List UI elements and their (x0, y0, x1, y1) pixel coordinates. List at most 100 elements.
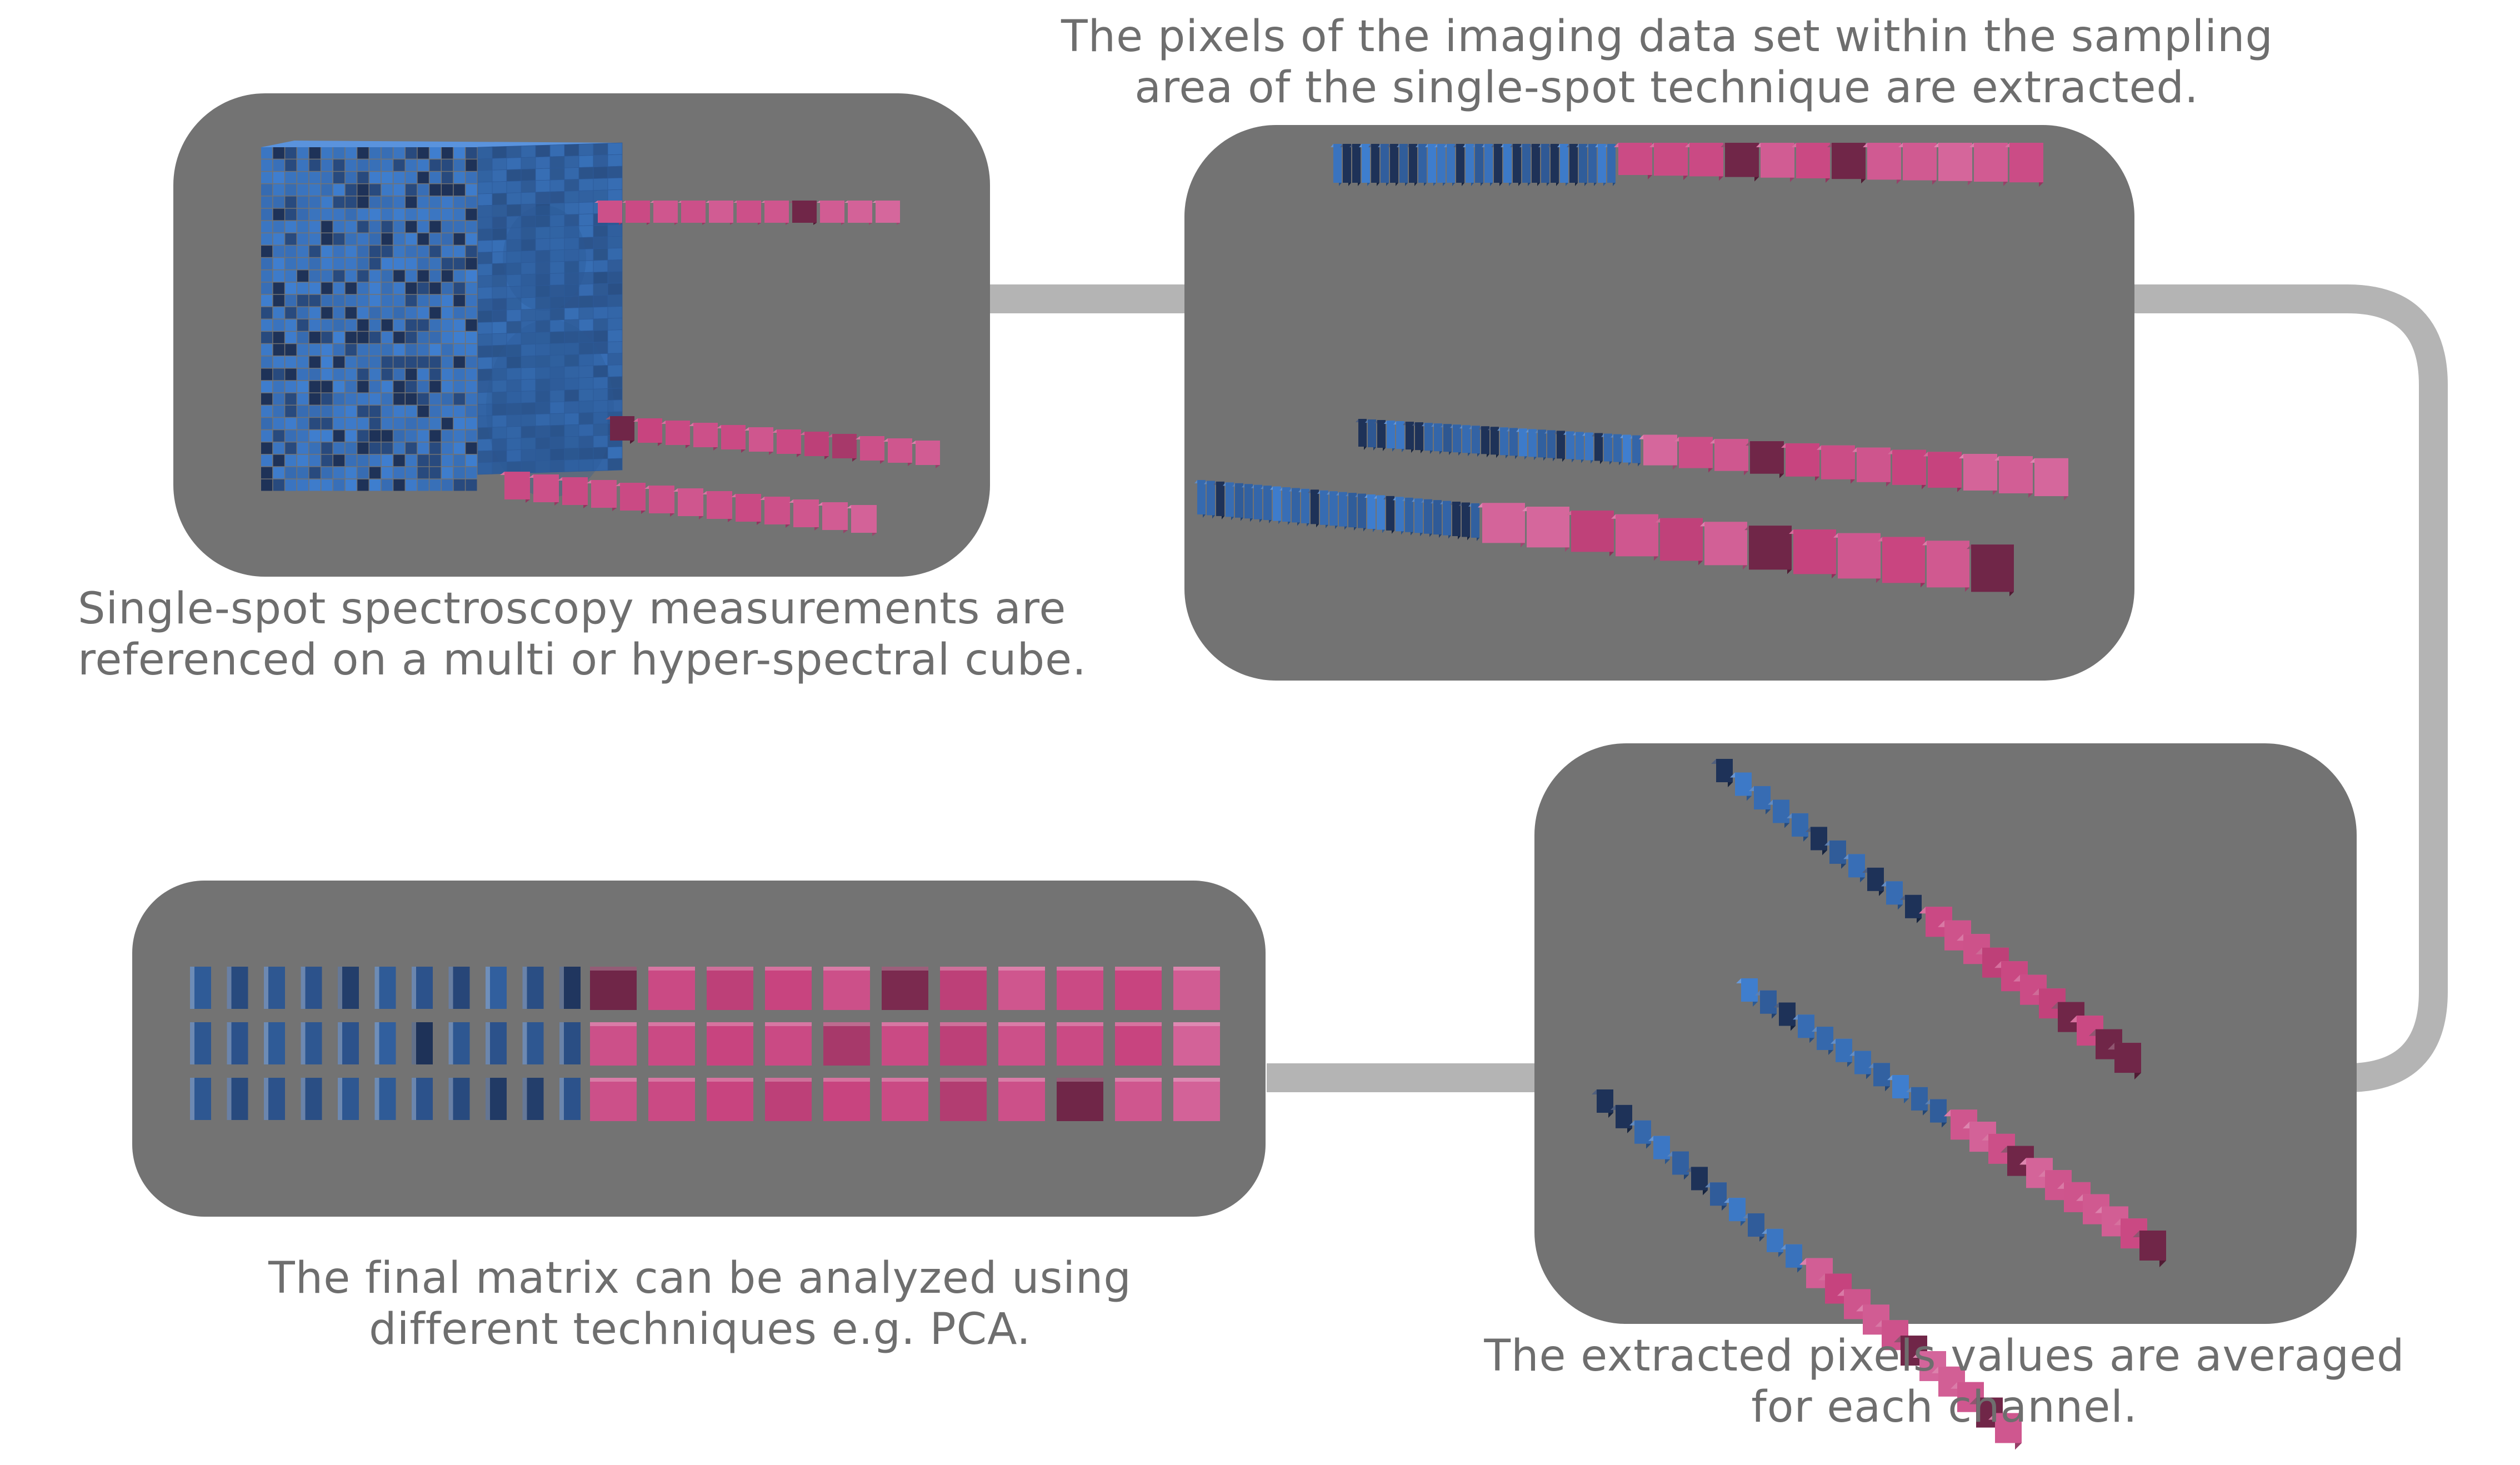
bar-top-imaging-cell (1604, 144, 1616, 186)
bar-bottom-imaging-cell (1194, 480, 1206, 518)
avg-middle-imaging-cell (1868, 1063, 1890, 1092)
cube-pixel (297, 454, 309, 467)
cube-pixel (406, 406, 417, 417)
cube-pixel (357, 467, 369, 479)
cube-side-pixel (521, 145, 536, 158)
spot-c-cell (789, 499, 819, 531)
cube-pixel (285, 368, 297, 381)
bar-top-imaging-cell-face (1522, 144, 1531, 183)
matrix-spectral-face (1057, 967, 1103, 1010)
cube-pixel (273, 454, 284, 467)
caption-step4-line2: different techniques e.g. PCA. (369, 1304, 1031, 1354)
cube-pixel (309, 344, 321, 356)
bar-top-imaging-cell (1368, 144, 1379, 186)
avg-top-imaging-cell-face (1829, 840, 1846, 864)
cube-pixel (297, 208, 309, 221)
cube-side-pixel (492, 216, 507, 229)
bar-bottom-spectral-cell (1478, 503, 1525, 548)
cube-pixel (357, 332, 369, 343)
avg-bottom-imaging-cell-face (1616, 1104, 1632, 1128)
cube-pixel (321, 344, 333, 356)
matrix-imaging-cell (227, 1078, 248, 1120)
matrix-imaging-edge (227, 1078, 232, 1120)
spot-b-cell (911, 441, 940, 468)
cube-pixel (357, 454, 369, 467)
bar-top-imaging-cell (1538, 144, 1549, 186)
cube-pixel (406, 368, 417, 381)
matrix-imaging-edge (338, 1078, 342, 1120)
cube-pixel (466, 246, 477, 257)
bar-top-imaging-cell (1397, 144, 1408, 186)
bar-bottom-imaging-cell (1468, 503, 1479, 541)
spot-b-cell (661, 421, 690, 448)
cube-pixel (429, 294, 441, 307)
matrix-spectral-cell (765, 967, 812, 1010)
matrix-spectral-face (765, 967, 812, 1010)
spot-b-cell-face (860, 436, 884, 461)
cube-pixel (321, 368, 333, 381)
cube-pixel (406, 307, 417, 319)
bar-middle-imaging-cell (1441, 424, 1452, 456)
cube-pixel (309, 294, 321, 307)
caption-step1-line1: Single-spot spectroscopy measurements ar… (78, 584, 1067, 634)
bar-bottom-imaging-cell (1279, 487, 1291, 526)
cube-pixel (393, 233, 405, 245)
cube-pixel (297, 294, 309, 307)
spot-c-cell-face (533, 474, 559, 502)
bar-middle-spectral-cell (1994, 456, 2033, 498)
matrix-spectral-face (590, 1022, 637, 1066)
matrix-spectral-cell (707, 1022, 753, 1066)
cube-pixel (309, 147, 321, 159)
cube-pixel (369, 479, 381, 491)
cube-pixel (321, 356, 333, 368)
cube-pixel (357, 282, 369, 294)
cube-pixel (333, 270, 345, 282)
bar-middle-spectral-cell (1959, 454, 1997, 495)
cube-side-pixel (607, 306, 623, 319)
cube-pixel (406, 393, 417, 405)
cube-pixel (321, 479, 333, 491)
avg-bottom-imaging-cell-face (1767, 1228, 1783, 1252)
cube-pixel (429, 344, 441, 356)
cube-side-pixel (477, 322, 493, 334)
cube-pixel (393, 270, 405, 282)
bar-top-imaging-cell (1340, 144, 1351, 186)
cube-pixel (417, 196, 429, 208)
cube-pixel (297, 270, 309, 282)
cube-pixel (381, 406, 393, 417)
matrix-spectral-cell (648, 967, 695, 1010)
cube-pixel (417, 418, 429, 429)
avg-bottom-imaging-cell (1781, 1244, 1802, 1273)
spot-a-cell-face (626, 201, 650, 223)
spot-b-cell-face (610, 416, 634, 441)
bar-bottom-imaging-cell (1364, 494, 1376, 533)
matrix-spectral-edge (765, 1022, 812, 1026)
bar-middle-spectral-cell-face (1999, 456, 2033, 493)
matrix-imaging-cell (559, 967, 581, 1009)
cube-pixel (285, 159, 297, 171)
bar-top-spectral-cell-face (1832, 143, 1866, 179)
avg-bottom-imaging-cell-face (1597, 1089, 1613, 1113)
bar-middle-imaging-cell (1393, 421, 1404, 453)
cube-side-pixel (549, 156, 565, 169)
bar-middle-imaging-cell (1620, 434, 1631, 466)
bar-bottom-imaging-cell (1242, 484, 1253, 522)
avg-top-spectral-cell-face (2114, 1043, 2141, 1073)
bar-top-spectral-cell (1969, 143, 2008, 186)
bar-middle-imaging-cell-face (1604, 433, 1612, 462)
cube-pixel (406, 233, 417, 245)
cube-side-pixel (535, 191, 551, 204)
cube-pixel (321, 282, 333, 294)
cube-pixel (309, 246, 321, 257)
cube-pixel (393, 368, 405, 381)
matrix-imaging-cell (301, 1022, 322, 1064)
cube-pixel (466, 442, 477, 454)
bar-middle-imaging-cell (1374, 420, 1386, 452)
bar-bottom-imaging-cell (1317, 490, 1328, 528)
cube-pixel (333, 184, 345, 196)
cube-pixel (357, 159, 369, 171)
avg-middle-imaging-cell-face (1817, 1027, 1833, 1051)
spot-c-cell-face (736, 494, 761, 522)
bar-middle-imaging-cell (1554, 431, 1565, 462)
spot-c-cell (673, 488, 703, 519)
